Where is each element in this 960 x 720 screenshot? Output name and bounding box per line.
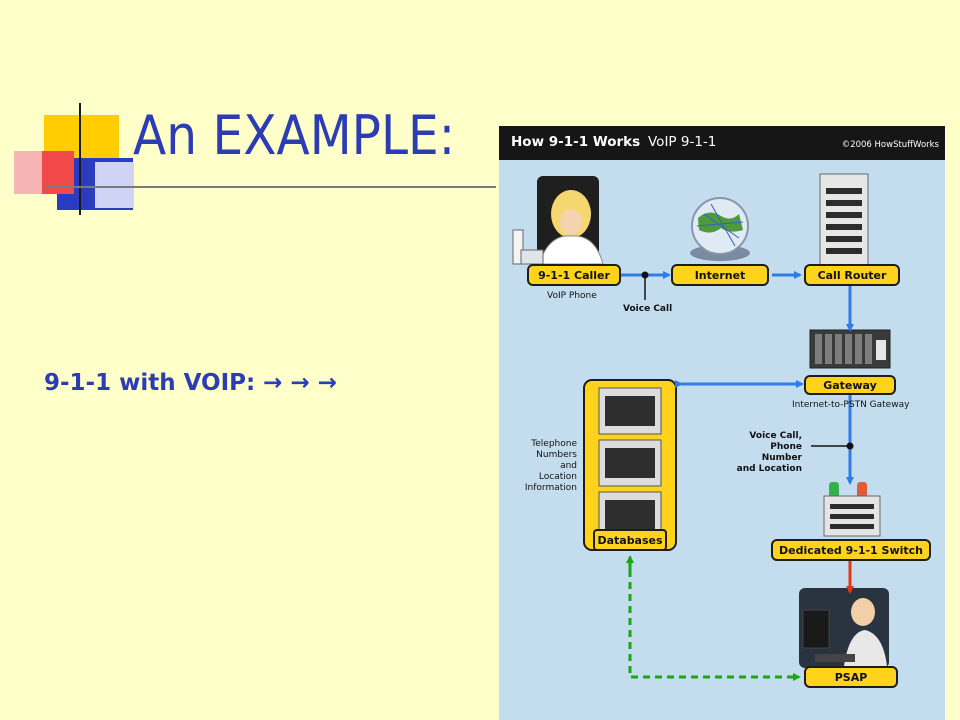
psap-box: PSAP xyxy=(804,666,898,688)
psap-operator-illustration xyxy=(799,588,889,668)
logo-vertical-line xyxy=(79,103,81,215)
caller-illustration xyxy=(512,176,604,265)
diagram-title: How 9-1-1 Works xyxy=(511,134,641,150)
database-info-label: Telephone Numbers and Location Informati… xyxy=(524,439,577,493)
call-router-box: Call Router xyxy=(804,264,900,286)
database-servers-icon xyxy=(583,379,677,551)
gateway-box: Gateway xyxy=(804,375,896,395)
logo-light-square xyxy=(95,162,134,208)
internet-box: Internet xyxy=(671,264,769,286)
databases-box: Databases xyxy=(593,529,667,551)
voice-call-phone-location-label: Voice Call, Phone Number and Location xyxy=(736,431,802,474)
caller-sublabel: VoIP Phone xyxy=(547,291,597,301)
call-router-icon xyxy=(819,173,869,269)
globe-icon xyxy=(690,197,750,261)
gateway-sublabel: Internet-to-PSTN Gateway xyxy=(792,400,910,410)
voice-call-label: Voice Call xyxy=(623,304,673,314)
diagram-copyright: ©2006 HowStuffWorks xyxy=(841,140,939,150)
gateway-icon xyxy=(809,329,891,369)
switch-icon xyxy=(823,482,881,537)
diagram-header: How 9-1-1 Works VoIP 9-1-1 ©2006 HowStuf… xyxy=(499,126,945,160)
switch-box: Dedicated 9-1-1 Switch xyxy=(771,539,931,561)
slide-title: An EXAMPLE: xyxy=(133,104,456,167)
logo-pink-square xyxy=(14,151,42,194)
title-divider xyxy=(46,186,496,188)
diagram-graphics xyxy=(512,173,891,681)
slide-subtitle: 9-1-1 with VOIP: → → → xyxy=(44,370,338,396)
voip-911-diagram: How 9-1-1 Works VoIP 9-1-1 ©2006 HowStuf… xyxy=(499,126,945,720)
caller-box: 9-1-1 Caller xyxy=(527,264,621,286)
diagram-subtitle: VoIP 9-1-1 xyxy=(648,134,717,150)
